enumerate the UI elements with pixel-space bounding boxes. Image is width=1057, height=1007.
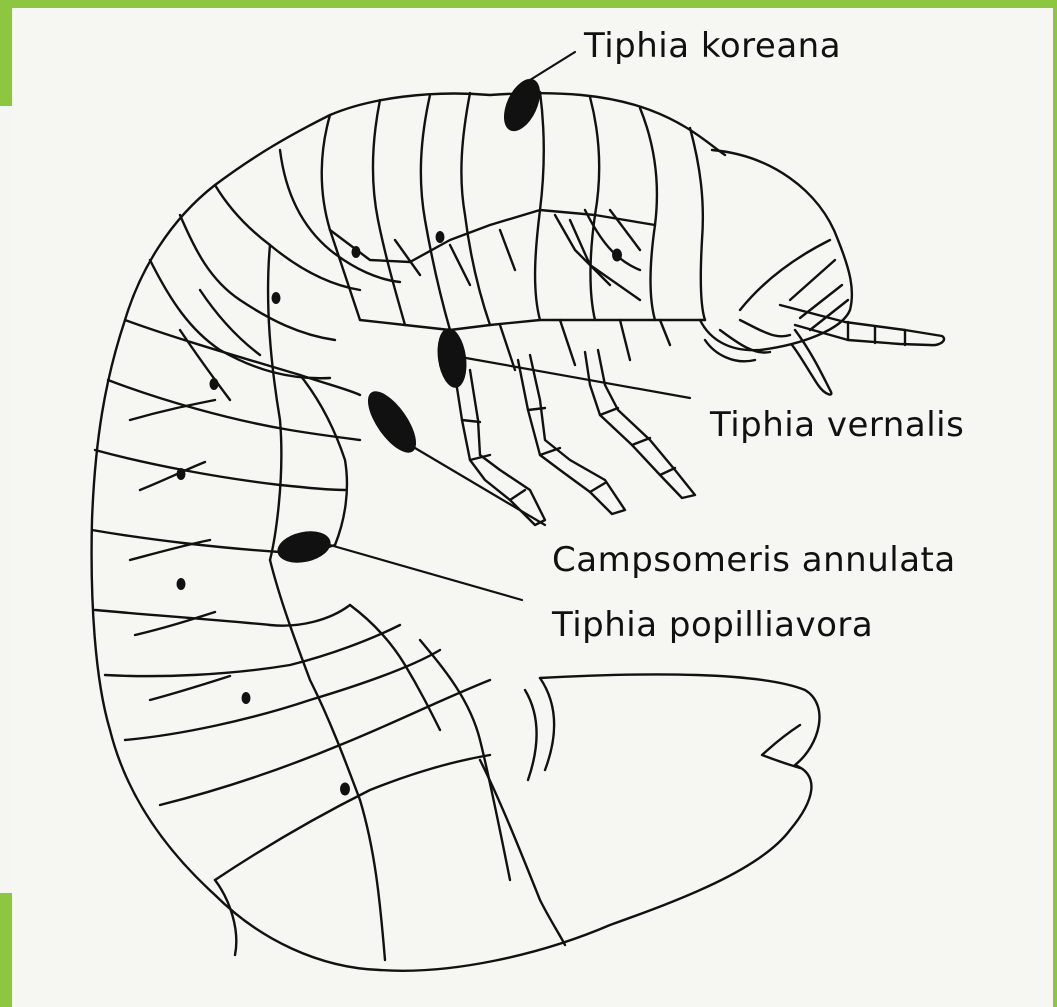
leader-tiphia-vernalis — [466, 358, 690, 398]
spiracle — [340, 783, 350, 796]
spiracle — [242, 692, 251, 704]
lateral-ridge — [360, 800, 385, 960]
segment-line — [535, 92, 544, 320]
segment-line — [421, 95, 450, 330]
segment-line — [373, 100, 405, 325]
segment-line — [461, 93, 490, 325]
leg-rear — [585, 350, 695, 498]
leader-tiphia-koreana — [530, 52, 575, 80]
spiracle — [177, 578, 186, 590]
spiracle-group — [177, 231, 623, 796]
segment-line — [690, 128, 705, 320]
grub-outline — [92, 93, 820, 971]
egg-tiphia-koreana — [497, 73, 548, 136]
leader-tiphia-popilliavora — [330, 545, 522, 600]
lateral-ridge — [300, 375, 347, 545]
leg-middle — [518, 355, 625, 514]
grub-head — [700, 150, 852, 350]
parasite-eggs — [274, 73, 547, 567]
segment-line — [640, 108, 657, 320]
lateral-ridge — [480, 760, 565, 945]
fold-line — [150, 260, 330, 378]
mandible — [792, 330, 831, 395]
spiracle — [612, 249, 622, 262]
label-tiphia-popilliavora: Tiphia popilliavora — [552, 605, 873, 645]
lateral-ridge — [270, 560, 360, 800]
fold-line — [360, 320, 705, 330]
abdomen-segment — [95, 450, 345, 490]
label-tiphia-koreana: Tiphia koreana — [584, 26, 841, 66]
lateral-ridge — [350, 605, 440, 730]
lateral-ridge — [268, 245, 281, 560]
rear-fold — [540, 678, 554, 770]
spiracle — [177, 468, 186, 480]
anal-slit — [762, 725, 800, 768]
rear-fold — [525, 690, 537, 780]
spiracle — [352, 246, 361, 258]
spiracle — [210, 378, 219, 390]
leg-front — [455, 370, 545, 525]
segment-line — [590, 97, 599, 320]
spiracle — [272, 292, 281, 304]
egg-tiphia-vernalis — [434, 326, 470, 389]
egg-tiphia-popilliavora — [274, 527, 333, 568]
spiracle — [436, 231, 445, 243]
label-campsomeris-annulata: Campsomeris annulata — [552, 540, 956, 580]
leg-base — [500, 320, 670, 370]
abdomen-segment — [160, 680, 490, 805]
lateral-ridge — [215, 880, 236, 955]
abdomen-segment — [95, 605, 350, 626]
leg-joint — [600, 408, 675, 475]
crease — [130, 400, 230, 700]
abdomen-segment — [215, 755, 490, 880]
leader-lines — [330, 52, 690, 600]
abdomen-segment — [125, 320, 360, 395]
label-tiphia-vernalis: Tiphia vernalis — [710, 405, 964, 445]
